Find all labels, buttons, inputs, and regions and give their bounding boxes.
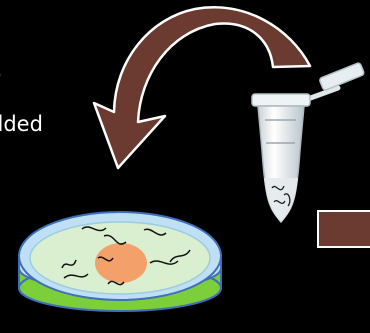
microcentrifuge-tube-icon xyxy=(252,62,365,222)
caption-line-2: dded xyxy=(0,112,43,136)
brown-box-icon xyxy=(318,211,370,247)
caption-line-1: b xyxy=(0,62,1,86)
petri-dish-icon xyxy=(19,212,221,311)
